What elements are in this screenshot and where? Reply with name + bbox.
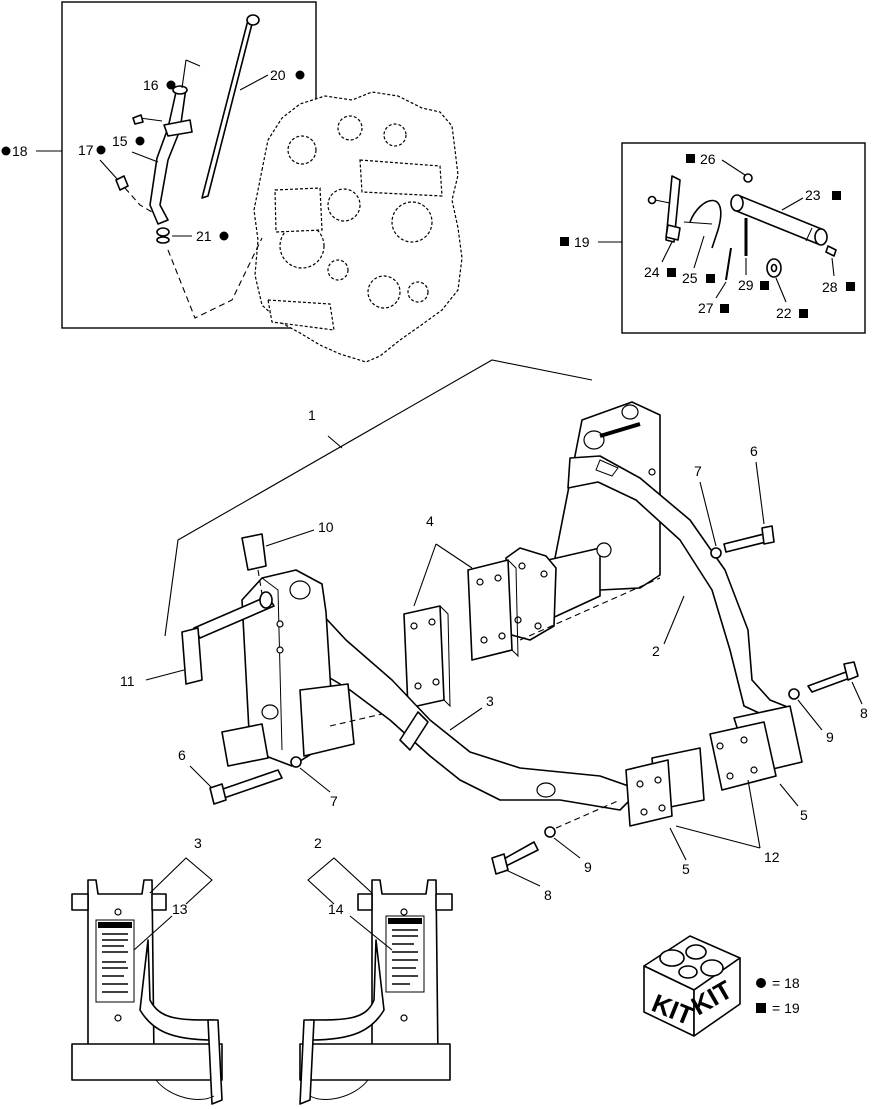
callout-23: 23 bbox=[805, 187, 821, 203]
callout-17: 17 bbox=[78, 142, 94, 158]
circle-marker-icon bbox=[135, 136, 145, 146]
callout-25: 25 bbox=[682, 270, 698, 286]
callout-10: 10 bbox=[318, 519, 334, 535]
circle-marker-icon bbox=[756, 978, 766, 988]
callout-25-group: 25 bbox=[682, 235, 715, 286]
callout-12: 12 bbox=[764, 849, 780, 865]
bolt-8-front bbox=[491, 826, 556, 875]
square-marker-icon bbox=[560, 237, 569, 246]
circle-marker-icon bbox=[166, 80, 176, 90]
callout-28-group: 28 bbox=[822, 257, 855, 295]
callout-26: 26 bbox=[700, 151, 716, 167]
marker-legend: = 18 = 19 bbox=[756, 975, 800, 1016]
callout-14: 14 bbox=[328, 901, 344, 917]
callout-23-group: 23 bbox=[781, 187, 841, 211]
callout-18: 18 bbox=[12, 143, 28, 159]
dipstick-assembly bbox=[115, 14, 263, 319]
callout-5: 5 bbox=[800, 807, 808, 823]
callout-19: 19 bbox=[574, 234, 590, 250]
detail-callout-3: 3 bbox=[194, 835, 202, 851]
kit-box-icon: KIT KIT bbox=[643, 935, 741, 1037]
callout-13: 13 bbox=[172, 901, 188, 917]
callout-4: 4 bbox=[426, 513, 434, 529]
callout-1-bracket bbox=[164, 359, 593, 637]
callout-8: 8 bbox=[544, 887, 552, 903]
callout-28: 28 bbox=[822, 279, 838, 295]
callout-11: 11 bbox=[120, 673, 135, 689]
callout-2: 2 bbox=[652, 643, 660, 659]
danger-decal-14 bbox=[385, 915, 425, 993]
callout-15-group: 15 bbox=[112, 133, 159, 163]
square-marker-icon bbox=[667, 268, 676, 277]
callout-24: 24 bbox=[644, 264, 660, 280]
rear-mount-tower bbox=[547, 401, 661, 621]
callout-8: 8 bbox=[860, 705, 868, 721]
callout-29: 29 bbox=[738, 277, 754, 293]
circle-marker-icon bbox=[219, 231, 229, 241]
square-marker-icon bbox=[756, 1003, 766, 1013]
callout-22: 22 bbox=[776, 305, 792, 321]
square-marker-icon bbox=[832, 191, 841, 200]
callout-9: 9 bbox=[826, 729, 834, 745]
callout-5: 5 bbox=[682, 861, 690, 877]
pin-11 bbox=[181, 591, 275, 685]
callout-7: 7 bbox=[694, 463, 702, 479]
square-marker-icon bbox=[760, 281, 769, 290]
callout-17-group: 17 bbox=[78, 142, 119, 181]
inset-kit-18: 18 bbox=[1, 1, 463, 363]
callout-29-group: 29 bbox=[738, 258, 769, 293]
bolt-8-rear bbox=[788, 661, 859, 700]
shim-plates-5-rear bbox=[709, 705, 803, 791]
callout-27-group: 27 bbox=[698, 281, 729, 316]
square-marker-icon bbox=[686, 154, 695, 163]
callout-6: 6 bbox=[178, 747, 186, 763]
callout-6: 6 bbox=[750, 443, 758, 459]
callout-1: 1 bbox=[308, 407, 316, 423]
callout-20: 20 bbox=[270, 67, 286, 83]
legend-square-value: = 19 bbox=[772, 1000, 800, 1016]
callout-15: 15 bbox=[112, 133, 128, 149]
legend-circle-value: = 18 bbox=[772, 975, 800, 991]
callout-26-group: 26 bbox=[686, 151, 746, 176]
callout-21-group: 21 bbox=[172, 228, 229, 244]
callout-9: 9 bbox=[584, 859, 592, 875]
callout-16-group: 16 bbox=[143, 59, 201, 93]
front-mount-tower bbox=[221, 569, 383, 767]
callout-7: 7 bbox=[330, 793, 338, 809]
main-assembly: 1 bbox=[120, 359, 868, 903]
detail-view-arm-2: 2 14 bbox=[299, 835, 453, 1105]
circle-marker-icon bbox=[295, 70, 305, 80]
inset-kit-19: 19 26 23 bbox=[560, 142, 866, 334]
callout-22-group: 22 bbox=[775, 277, 808, 321]
circle-marker-icon bbox=[1, 146, 11, 156]
bolt-6-rear bbox=[710, 525, 775, 559]
circle-marker-icon bbox=[96, 145, 106, 155]
shim-plates-5-front bbox=[625, 747, 705, 827]
shim-plates-4: 4 bbox=[403, 513, 519, 709]
square-marker-icon bbox=[706, 274, 715, 283]
square-marker-icon bbox=[799, 309, 808, 318]
bolt-6-front bbox=[209, 756, 302, 805]
callout-24-group: 24 bbox=[644, 241, 676, 280]
engine-block bbox=[253, 91, 463, 363]
callout-16: 16 bbox=[143, 77, 159, 93]
inset-19-frame bbox=[621, 142, 866, 334]
warning-decal-13 bbox=[95, 919, 135, 1003]
square-marker-icon bbox=[720, 304, 729, 313]
clip-10 bbox=[241, 533, 267, 571]
detail-view-arm-3: 3 13 bbox=[71, 835, 223, 1105]
callout-20-group: 20 bbox=[239, 67, 305, 91]
callout-27: 27 bbox=[698, 300, 714, 316]
callout-3: 3 bbox=[486, 693, 494, 709]
callout-21: 21 bbox=[196, 228, 212, 244]
detail-callout-2: 2 bbox=[314, 835, 322, 851]
square-marker-icon bbox=[846, 282, 855, 291]
arm-3 bbox=[319, 611, 641, 811]
